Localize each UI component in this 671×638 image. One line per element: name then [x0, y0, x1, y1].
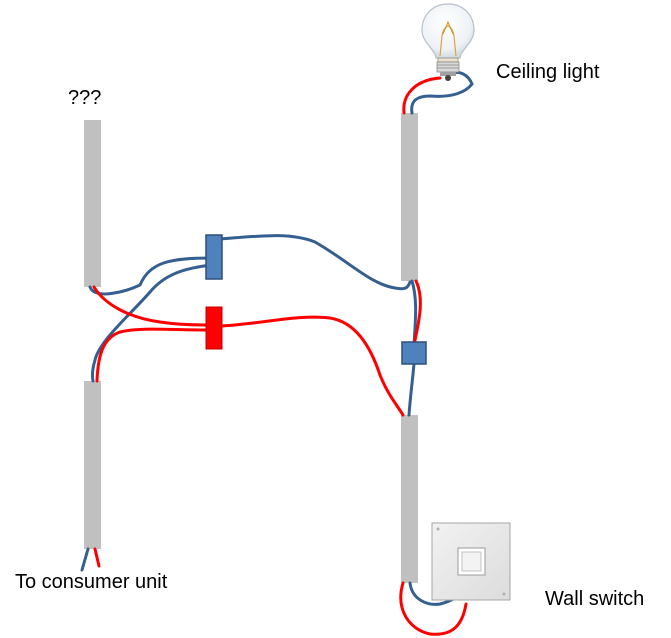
live-wires — [92, 76, 468, 636]
unknown-label: ??? — [68, 87, 102, 109]
neutral-wire-topleft-to-connector — [88, 256, 214, 296]
live-wire-switch-loop — [399, 581, 468, 636]
live-wire-light — [402, 76, 442, 115]
conduit-top-left — [84, 120, 101, 287]
connectors — [205, 234, 427, 365]
live-wire-consumer-feed — [93, 547, 101, 568]
consumer-unit-label: To consumer unit — [15, 571, 168, 593]
live-connector-block — [205, 306, 223, 350]
live-wire-connector-to-bottomleft — [95, 327, 208, 383]
live-wire-topleft-to-connector — [92, 285, 208, 327]
neutral-wire-junction-to-switch — [407, 362, 416, 417]
ceiling-light-label: Ceiling light — [496, 61, 600, 83]
conduit-bottom-left — [84, 381, 101, 549]
neutral-wire-consumer-feed — [80, 547, 90, 572]
neutral-wire-connector-to-bottomleft — [90, 263, 214, 383]
wall-switch-label: Wall switch — [545, 588, 645, 610]
conduit-bottom-right — [401, 415, 418, 583]
neutral-wire-connector-to-topright — [218, 234, 412, 291]
conduit-top-right — [401, 113, 418, 281]
live-wire-connector-to-switch — [220, 315, 405, 417]
junction-connector-block — [401, 341, 427, 365]
neutral-wire-light — [410, 70, 474, 115]
wall-switch-icon — [431, 522, 511, 601]
live-wire-topright-down — [412, 279, 422, 347]
conduits — [84, 113, 418, 583]
light-bulb-icon — [421, 3, 475, 81]
neutral-connector-block — [205, 234, 223, 280]
